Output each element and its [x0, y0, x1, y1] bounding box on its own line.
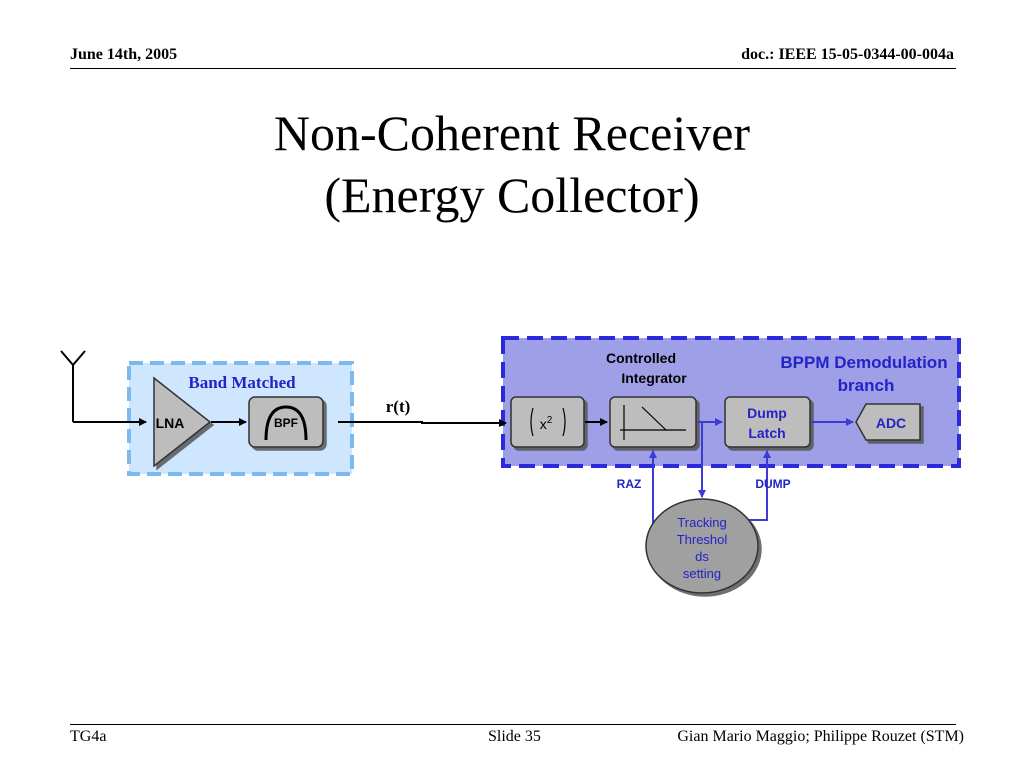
- header-date: June 14th, 2005: [70, 46, 178, 63]
- raz-label: RAZ: [617, 477, 642, 491]
- footer-rule: [70, 724, 956, 725]
- lna-amplifier: [153, 376, 212, 468]
- threshold-label-line3: ds: [695, 549, 709, 564]
- header-doc-id: doc.: IEEE 15-05-0344-00-004a: [741, 46, 954, 63]
- threshold-label-line1: Tracking: [677, 515, 726, 530]
- adc-block: [855, 403, 921, 441]
- header-rule: [70, 68, 956, 69]
- adc-label: ADC: [876, 415, 906, 431]
- threshold-label-line2: Threshol: [677, 532, 728, 547]
- slide-title-line1: Non-Coherent Receiver: [273, 105, 751, 161]
- footer-authors: Gian Mario Maggio; Philippe Rouzet (STM): [677, 728, 964, 745]
- bpf-label: BPF: [274, 416, 298, 430]
- footer-group: TG4a: [70, 728, 107, 745]
- signal-rt-label: r(t): [386, 397, 411, 416]
- dump-latch-label-line2: Latch: [748, 425, 785, 441]
- wire-dump: [742, 450, 771, 521]
- dump-latch-label-line1: Dump: [747, 405, 787, 421]
- bppm-demod-label-line2: branch: [838, 376, 895, 395]
- band-matched-label: Band Matched: [188, 373, 296, 392]
- integrator-block: [609, 396, 697, 448]
- squarer-block: [510, 396, 585, 448]
- lna-label: LNA: [156, 415, 185, 431]
- bppm-demod-label-line1: BPPM Demodulation: [780, 353, 947, 372]
- dump-latch-block: [724, 396, 811, 448]
- wire-rt: [378, 419, 507, 427]
- antenna-icon: [60, 350, 147, 426]
- threshold-label-line4: setting: [683, 566, 721, 581]
- squarer-label: x2: [540, 415, 553, 432]
- slide-title-line2: (Energy Collector): [324, 167, 700, 223]
- integrator-label-line2: Integrator: [621, 370, 687, 386]
- integrator-label-line1: Controlled: [606, 350, 676, 366]
- footer-slide-number: Slide 35: [488, 728, 541, 745]
- bpf-filter-block: [248, 396, 324, 448]
- slide-title: Non-Coherent Receiver (Energy Collector): [0, 102, 1024, 226]
- threshold-setting-unit: [645, 498, 759, 594]
- dump-label: DUMP: [755, 477, 790, 491]
